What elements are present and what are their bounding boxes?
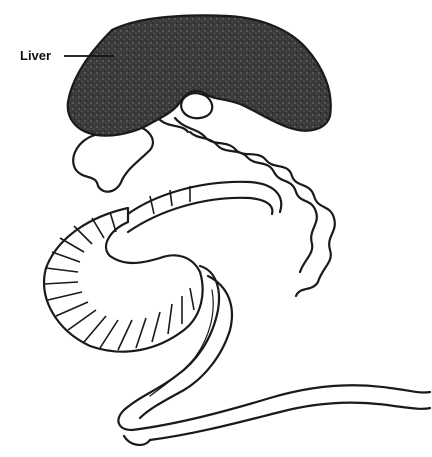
tail-tube-lower: [150, 403, 430, 440]
gallbladder: [181, 93, 212, 118]
intestine-arch-inner: [128, 198, 272, 232]
liver-label: Liver: [20, 48, 51, 63]
tail-tube-upper: [132, 385, 430, 430]
duodenum-coils-inner: [190, 132, 317, 272]
large-intestine-outer: [44, 208, 202, 352]
tail-tube-end: [124, 436, 150, 445]
